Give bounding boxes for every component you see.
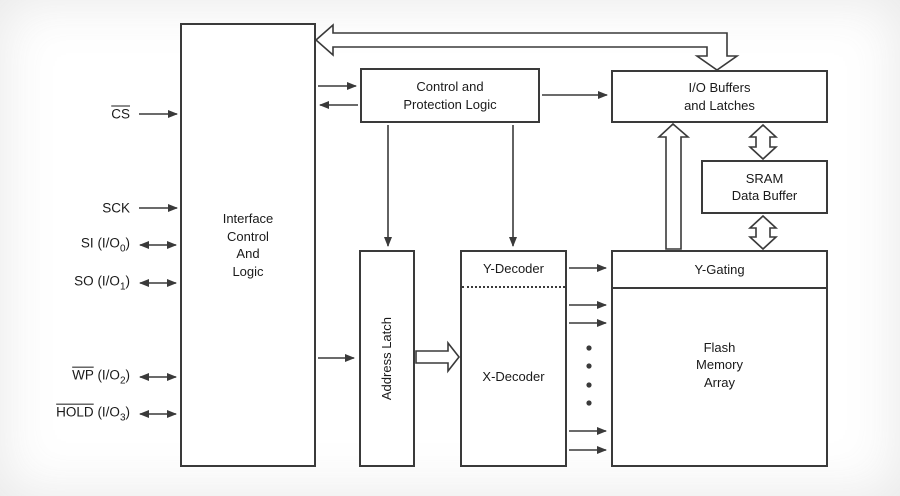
signal-cs-text: CS [111, 106, 130, 122]
y-decoder-label: Y-Decoder [483, 261, 544, 277]
iobuffers-sram-bus-arrow [747, 123, 779, 161]
y-gating-section: Y-Gating [613, 252, 826, 289]
address-latch-to-xdecoder-bus-arrow [415, 340, 461, 374]
signal-label-hold: HOLD (I/O3) [56, 404, 130, 424]
ygating-to-iobuffers-bus-arrow [656, 122, 691, 250]
sram-ygating-bus-arrow [747, 214, 779, 251]
y-decoder-section: Y-Decoder [462, 252, 565, 288]
flash-memory-block: Y-Gating Flash Memory Array [611, 250, 828, 467]
signal-label-so: SO (I/O1) [74, 273, 130, 293]
signal-wp-text: WP [72, 367, 94, 383]
signal-label-si: SI (I/O0) [80, 235, 130, 255]
interface-control-logic-label: Interface Control And Logic [222, 211, 274, 279]
control-protection-logic-block: Control and Protection Logic [360, 68, 540, 123]
signal-hold-text: HOLD [56, 404, 94, 420]
interface-control-logic-block: Interface Control And Logic [180, 23, 316, 467]
address-latch-block: Address Latch [359, 250, 415, 467]
io-buffers-latches-label: I/O Buffers and Latches [684, 80, 755, 113]
io-buffers-latches-block: I/O Buffers and Latches [611, 70, 828, 123]
flash-memory-array-label: Flash Memory Array [696, 339, 743, 390]
y-gating-label: Y-Gating [694, 261, 745, 277]
address-latch-label: Address Latch [379, 316, 395, 401]
flash-array-section: Flash Memory Array [613, 289, 826, 465]
signal-so-text: SO [74, 273, 94, 289]
control-protection-logic-label: Control and Protection Logic [403, 79, 497, 112]
signal-sck-text: SCK [102, 200, 130, 216]
signal-label-cs: CS [18, 107, 130, 122]
sram-data-buffer-label: SRAM Data Buffer [731, 170, 798, 204]
signal-label-wp: WP (I/O2) [72, 367, 130, 387]
x-decoder-label: X-Decoder [482, 368, 545, 384]
sram-data-buffer-block: SRAM Data Buffer [701, 160, 828, 214]
signal-label-sck: SCK [18, 201, 130, 216]
interface-iobuffers-bus-arrow [314, 23, 740, 71]
decoder-block: Y-Decoder X-Decoder [460, 250, 567, 467]
word-line-ellipsis-dots [586, 345, 592, 406]
signal-si-text: SI [80, 235, 94, 251]
x-decoder-section: X-Decoder [462, 288, 565, 465]
